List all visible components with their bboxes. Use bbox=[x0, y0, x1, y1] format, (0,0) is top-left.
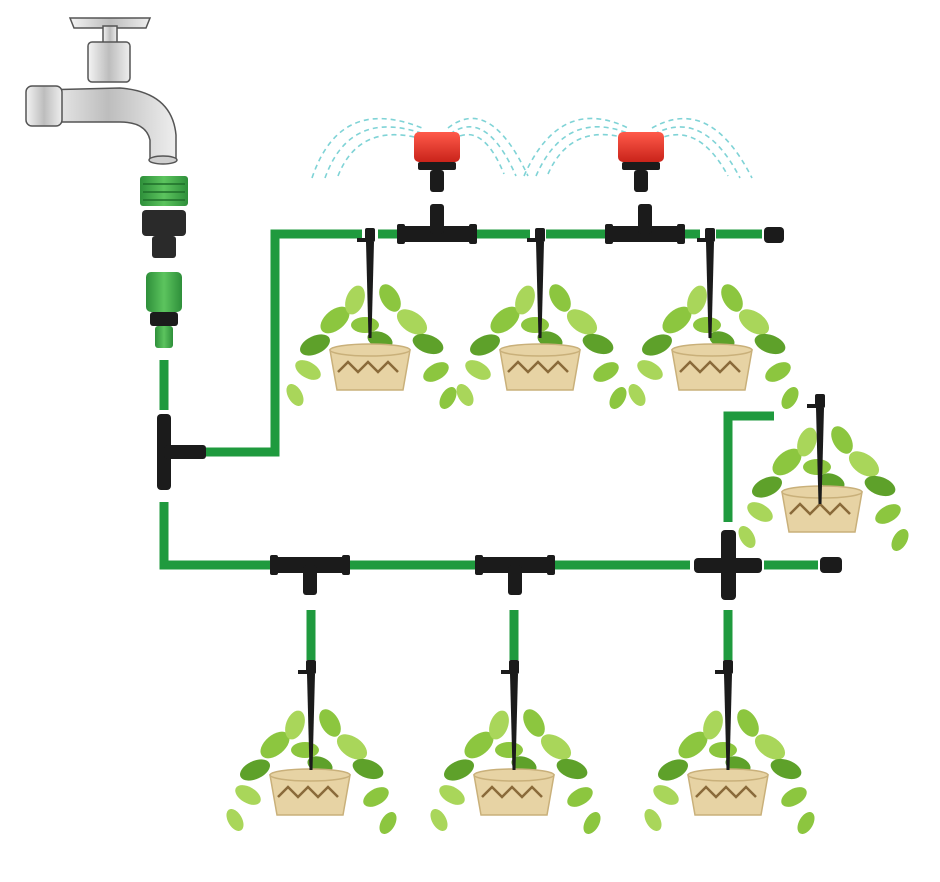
cross-connector-icon bbox=[694, 530, 762, 600]
branch-lines bbox=[306, 411, 774, 660]
tee-connector-main bbox=[157, 414, 206, 490]
main-supply-line bbox=[159, 229, 362, 570]
quick-connector-icon bbox=[142, 210, 186, 258]
threaded-adapter-icon bbox=[140, 176, 188, 206]
water-spray bbox=[311, 117, 753, 179]
hose-coupler-icon bbox=[146, 272, 182, 348]
faucet-icon bbox=[25, 17, 178, 165]
red-sprinkler-icon bbox=[414, 132, 664, 192]
end-plug-icon bbox=[764, 227, 842, 573]
